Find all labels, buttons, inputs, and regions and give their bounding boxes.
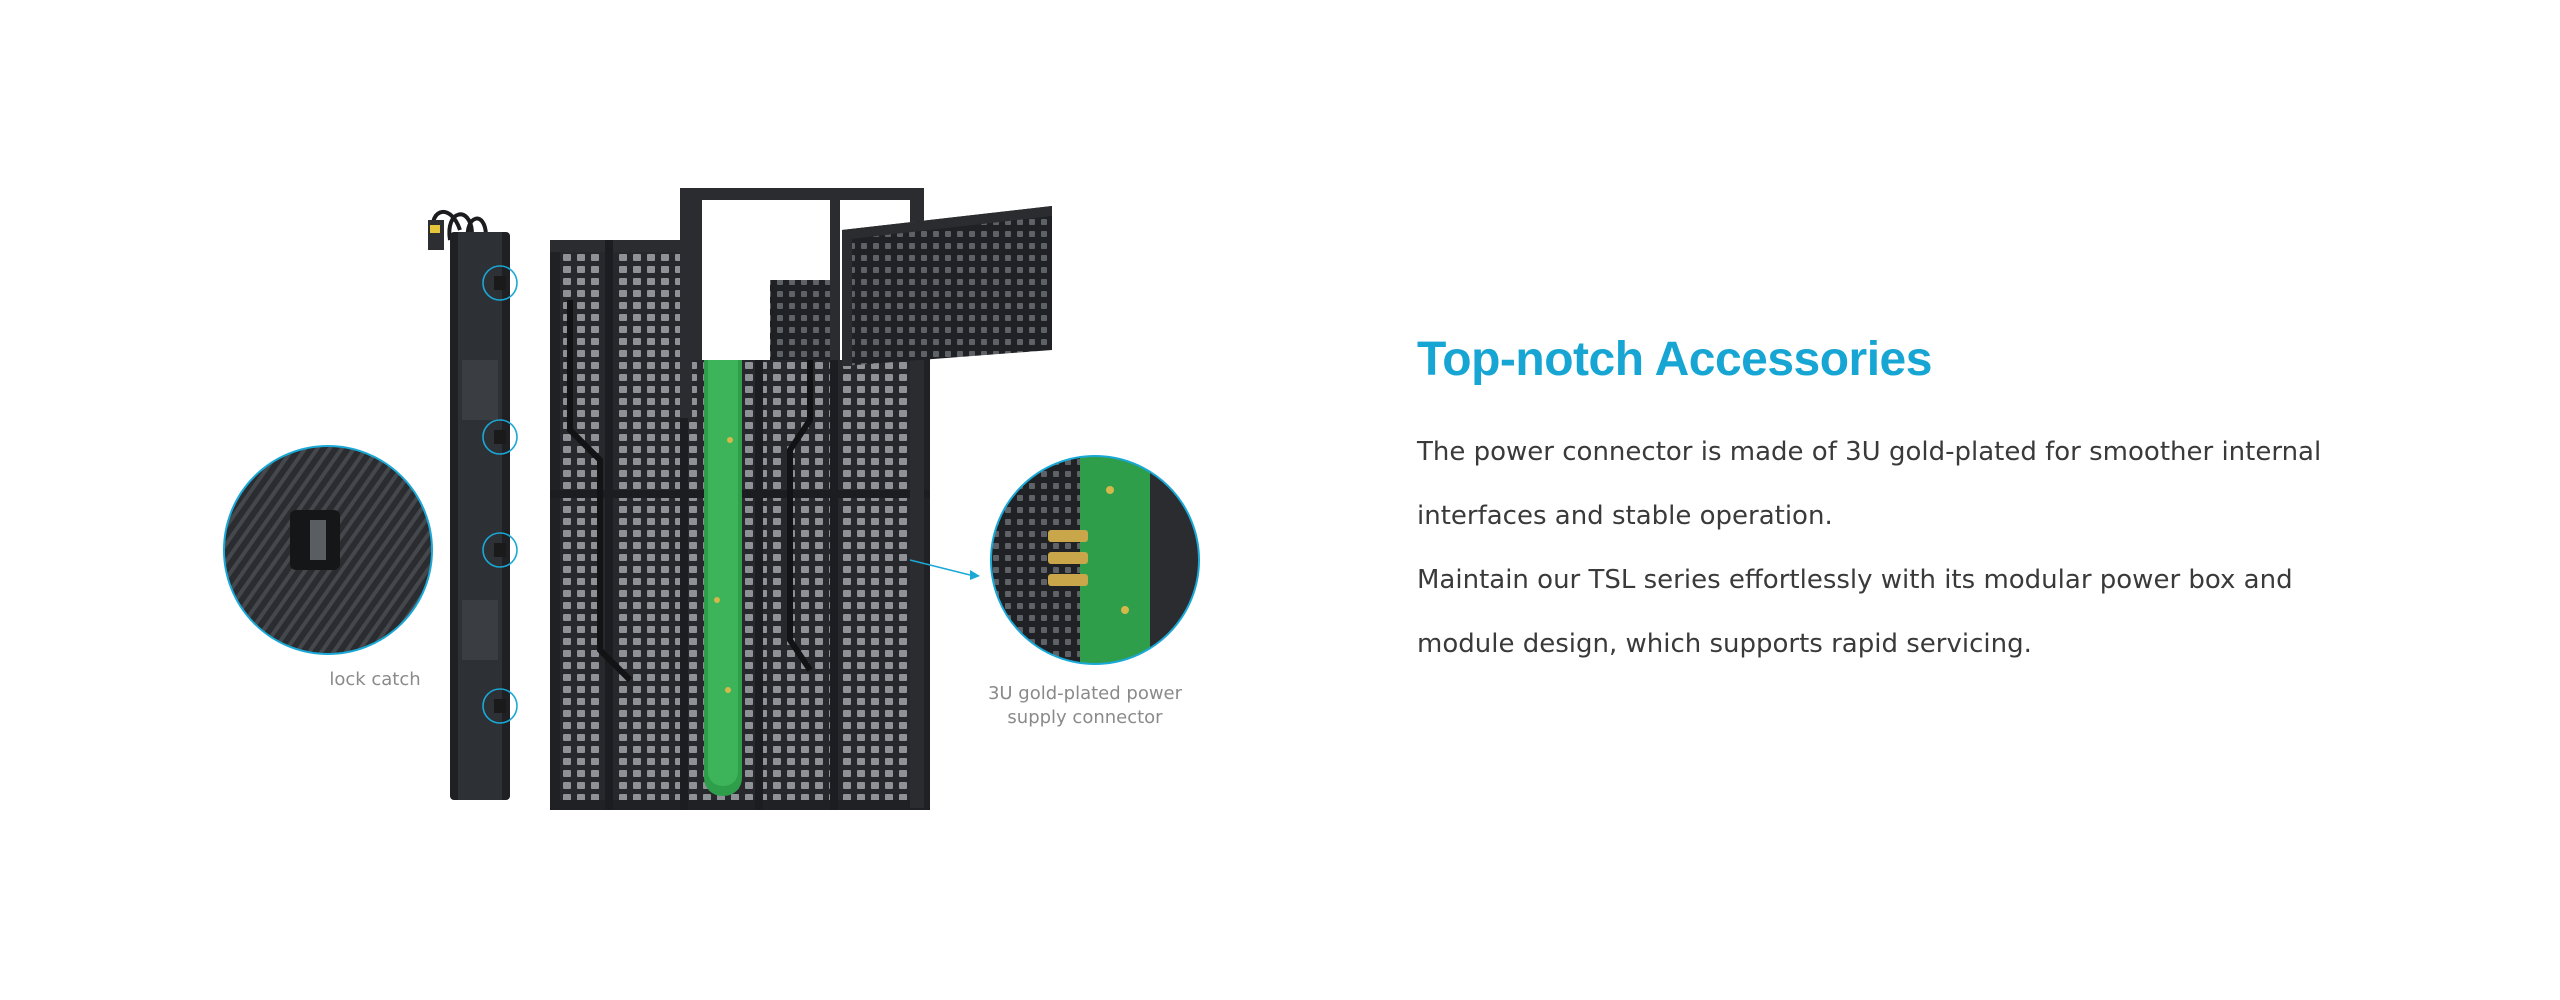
lock-catch-caption: lock catch xyxy=(329,669,421,690)
accessories-text: Top-notch Accessories The power connecto… xyxy=(1417,330,2377,676)
led-cabinet-illustration xyxy=(223,188,1200,810)
maintenance-paragraph: Maintain our TSL series effortlessly wit… xyxy=(1417,565,2293,659)
cabinet-panel xyxy=(550,188,1052,810)
connector-caption-line-1: 3U gold-plated power xyxy=(987,683,1183,704)
connector-caption: 3U gold-plated power supply connector xyxy=(970,682,1200,730)
product-figure: lock catch 3U gold-plated power supply c… xyxy=(210,180,1230,820)
connector-detail xyxy=(990,455,1200,665)
power-box xyxy=(428,209,518,800)
lock-catch-detail xyxy=(223,445,433,655)
connector-paragraph: The power connector is made of 3U gold-p… xyxy=(1417,437,2322,531)
connector-caption-line-2: supply connector xyxy=(1007,707,1163,728)
section-title: Top-notch Accessories xyxy=(1417,333,1932,386)
